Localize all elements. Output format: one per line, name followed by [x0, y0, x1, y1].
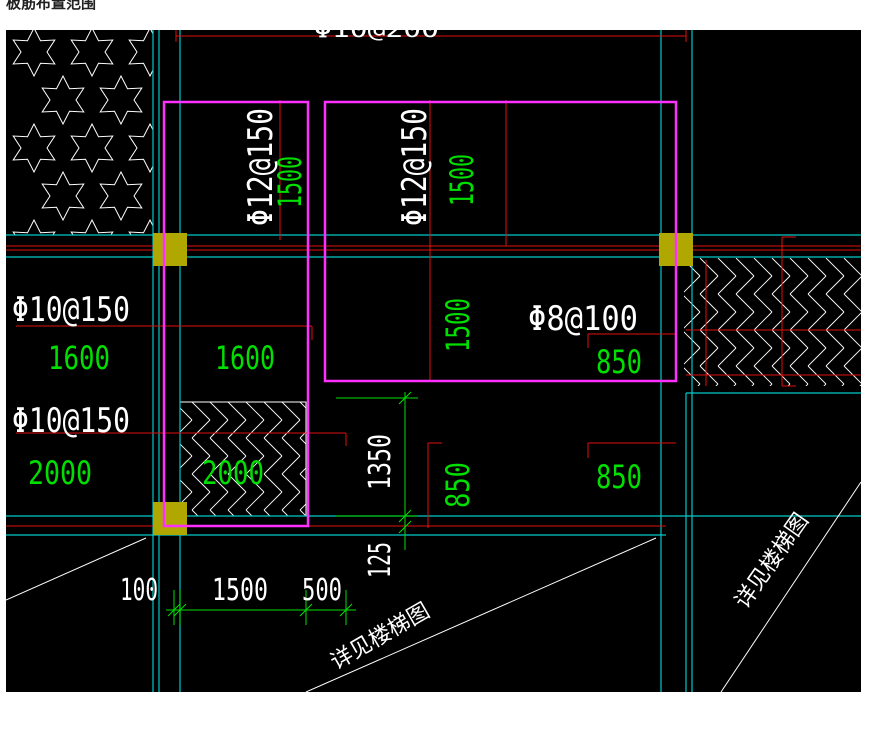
label-len-center-vertical: 1500: [439, 298, 477, 352]
dimension-lines: [166, 391, 418, 625]
label-bar-right-vertical: Φ12@150: [395, 108, 435, 226]
rebar-lines: [6, 30, 861, 528]
label-len-1600-a: 1600: [48, 339, 110, 377]
column-marker-c: [153, 502, 187, 535]
label-len-850-a: 850: [596, 343, 642, 381]
cad-drawing-canvas: Φ10@200 Φ12@150 1500 Φ12@150 1500 Φ10@15…: [6, 30, 861, 692]
dim-1500: 1500: [212, 573, 268, 608]
dim-125: 125: [363, 542, 398, 578]
label-bar-left-lower: Φ10@150: [12, 401, 130, 441]
label-len-1600-b: 1600: [215, 339, 275, 377]
dim-100: 100: [120, 573, 158, 608]
herringbone-hatch-left: [180, 402, 306, 516]
column-marker-a: [153, 233, 187, 266]
label-len-850-c: 850: [596, 458, 642, 496]
label-len-2000-a: 2000: [28, 454, 92, 492]
label-len-left-top: 1500: [271, 156, 309, 208]
label-len-2000-b: 2000: [202, 454, 264, 492]
highlight-regions: [162, 100, 678, 528]
label-bar-left-vertical: Φ12@150: [241, 108, 281, 226]
label-bar-left-upper: Φ10@150: [12, 290, 130, 330]
grid-lines: [6, 30, 861, 692]
note-stair-2: 详见楼梯图: [730, 509, 814, 613]
stair-lines: [6, 481, 861, 692]
figure-caption: 板筋布置范围: [6, 0, 97, 12]
label-bar-center: Φ8@100: [528, 299, 638, 339]
label-len-850-b: 850: [439, 462, 477, 508]
label-len-right-top: 1500: [443, 154, 481, 206]
dim-500: 500: [302, 573, 342, 608]
star-hatch-area: [12, 30, 153, 235]
label-top-cut: Φ10@200: [314, 30, 439, 43]
highlight-region-right: [323, 100, 678, 383]
highlight-region-left: [162, 100, 310, 528]
dim-1350: 1350: [363, 434, 398, 490]
